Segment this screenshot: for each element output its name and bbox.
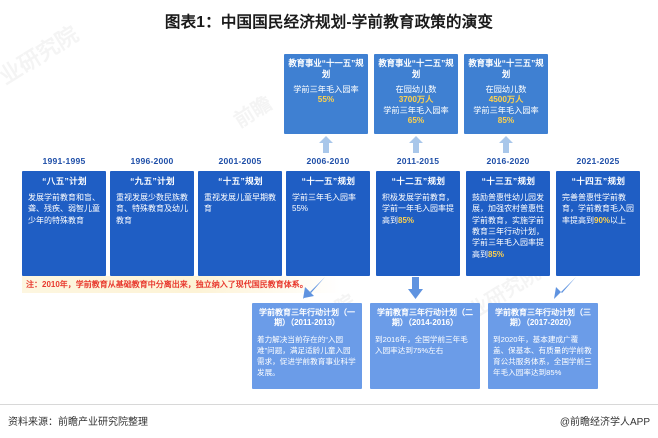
- arrow-down-left-icon: [554, 277, 576, 299]
- year-label-2021-2025: 2021-2025: [556, 156, 640, 166]
- year-label-2001-2005: 2001-2005: [198, 156, 282, 166]
- top-box-value: 65%: [407, 116, 425, 125]
- source-label: 资料来源：前瞻产业研究院整理: [8, 417, 148, 428]
- arrow-down-icon: [408, 277, 423, 299]
- plan-box-body-text: 完善普惠性学前教育，学前教育毛入园率提高到: [562, 193, 634, 225]
- top-box-value: 85%: [497, 116, 515, 125]
- top-box-title: 教育事业“十三五”规划: [468, 58, 544, 79]
- top-box-line: 在园幼儿数: [485, 84, 527, 94]
- plan-box-13th-five-year: “十三五”规划 鼓励普惠性幼儿园发展，加强农村普惠性学前教育，实施学前教育三年行…: [466, 171, 550, 276]
- plan-box-body: 学前三年毛入园率55%: [292, 193, 356, 214]
- action-plan-body: 到2016年，全国学前三年毛入园率达到75%左右: [375, 334, 468, 355]
- plan-box-body-suffix: 以上: [610, 215, 627, 225]
- action-plan-body: 着力解决当前存在的“入园难”问题，满足适龄儿童入园需求，促进学前教育事业科学发展…: [257, 334, 356, 377]
- plan-box-title: “十一五”规划: [301, 176, 356, 186]
- year-text: 2001-2005: [218, 156, 262, 166]
- year-text: 2016-2020: [486, 156, 530, 166]
- year-label-2011-2015: 2011-2015: [376, 156, 460, 166]
- top-box-value: 4500万人: [488, 95, 524, 104]
- plan-box-title: “十五”规划: [218, 176, 263, 186]
- action-plan-title: 学前教育三年行动计划（二期）（2014-2016）: [377, 308, 473, 328]
- note-text: 注：2010年，学前教育从基础教育中分离出来，独立纳入了现代国民教育体系。: [26, 280, 308, 289]
- year-text: 2011-2015: [396, 156, 440, 166]
- plan-box-14th-five-year: “十四五”规划 完善普惠性学前教育，学前教育毛入园率提高到90%以上: [556, 171, 640, 276]
- year-text: 2006-2010: [306, 156, 350, 166]
- action-plan-body: 到2020年，基本建成广覆盖、保基本、有质量的学前教育公共服务体系，全国学前三年…: [493, 334, 592, 377]
- footer-divider: [0, 404, 658, 405]
- plan-box-title: “十二五”规划: [391, 176, 446, 186]
- top-box-13th-five-year: 教育事业“十三五”规划 在园幼儿数 4500万人 学前三年毛入园率 85%: [464, 54, 548, 134]
- plan-box-body-text: 积极发展学前教育，学前一年毛入园率提高到: [382, 193, 454, 225]
- arrow-up-icon: [319, 136, 333, 153]
- plan-box-title: “十四五”规划: [571, 176, 626, 186]
- brand-label: @前瞻经济学人APP: [559, 417, 650, 428]
- plan-box-body: 重视发展少数民族教育、特殊教育及幼儿教育: [116, 193, 188, 225]
- plan-box-body: 完善普惠性学前教育，学前教育毛入园率提高到90%以上: [562, 192, 635, 226]
- arrow-up-icon: [499, 136, 513, 153]
- plan-box-body: 发展学前教育和盲、聋、残疾、弱智儿童少年的特殊教育: [28, 193, 100, 225]
- top-box-value: 3700万人: [398, 95, 434, 104]
- note-band: [22, 276, 340, 293]
- year-label-2006-2010: 2006-2010: [286, 156, 370, 166]
- top-box-line: 学前三年毛入园率: [383, 105, 449, 115]
- year-text: 1996-2000: [130, 156, 174, 166]
- plan-box-title: “八五”计划: [42, 176, 87, 186]
- action-plan-title: 学前教育三年行动计划（三期）（2017-2020）: [495, 308, 591, 328]
- top-box-title: 教育事业“十二五”规划: [378, 58, 454, 79]
- top-box-line: 学前三年毛入园率: [293, 84, 359, 94]
- top-box-value: 55%: [317, 95, 335, 104]
- plan-box-body: 重视发展儿童早期教育: [204, 193, 276, 214]
- arrow-up-icon: [409, 136, 423, 153]
- year-label-1991-1995: 1991-1995: [22, 156, 106, 166]
- plan-box-highlight: 85%: [398, 215, 415, 225]
- chart-title: 图表1：中国国民经济规划-学前教育政策的演变: [164, 14, 494, 31]
- plan-box-title: “十三五”规划: [481, 176, 536, 186]
- watermark: 前瞻: [227, 88, 277, 134]
- top-box-line: 学前三年毛入园率: [473, 105, 539, 115]
- plan-box-body-text: 鼓励普惠性幼儿园发展，加强农村普惠性学前教育，实施学前教育三年行动计划，学前三年…: [472, 193, 544, 259]
- action-plan-box-phase-2: 学前教育三年行动计划（二期）（2014-2016） 到2016年，全国学前三年毛…: [370, 303, 480, 389]
- top-box-12th-five-year: 教育事业“十二五”规划 在园幼儿数 3700万人 学前三年毛入园率 65%: [374, 54, 458, 134]
- plan-box-body: 积极发展学前教育，学前一年毛入园率提高到85%: [382, 192, 455, 226]
- top-box-line: 在园幼儿数: [395, 84, 437, 94]
- plan-box-10th-five-year: “十五”规划 重视发展儿童早期教育: [198, 171, 282, 276]
- plan-box-11th-five-year: “十一五”规划 学前三年毛入园率55%: [286, 171, 370, 276]
- action-plan-box-phase-1: 学前教育三年行动计划（一期）（2011-2013） 着力解决当前存在的“入园难”…: [252, 303, 362, 389]
- top-box-title: 教育事业“十一五”规划: [288, 58, 364, 79]
- year-label-1996-2000: 1996-2000: [110, 156, 194, 166]
- top-box-11th-five-year: 教育事业“十一五”规划 学前三年毛入园率 55%: [284, 54, 368, 134]
- plan-box-9th-five-year: “九五”计划 重视发展少数民族教育、特殊教育及幼儿教育: [110, 171, 194, 276]
- plan-box-12th-five-year: “十二五”规划 积极发展学前教育，学前一年毛入园率提高到85%: [376, 171, 460, 276]
- plan-box-8th-five-year: “八五”计划 发展学前教育和盲、聋、残疾、弱智儿童少年的特殊教育: [22, 171, 106, 276]
- plan-box-title: “九五”计划: [130, 176, 175, 186]
- plan-box-highlight: 90%: [594, 215, 611, 225]
- year-text: 1991-1995: [42, 156, 86, 166]
- plan-box-body: 鼓励普惠性幼儿园发展，加强农村普惠性学前教育，实施学前教育三年行动计划，学前三年…: [472, 192, 545, 260]
- year-label-2016-2020: 2016-2020: [466, 156, 550, 166]
- year-text: 2021-2025: [576, 156, 620, 166]
- action-plan-title: 学前教育三年行动计划（一期）（2011-2013）: [259, 308, 355, 328]
- action-plan-box-phase-3: 学前教育三年行动计划（三期）（2017-2020） 到2020年，基本建成广覆盖…: [488, 303, 598, 389]
- plan-box-highlight: 85%: [488, 249, 505, 259]
